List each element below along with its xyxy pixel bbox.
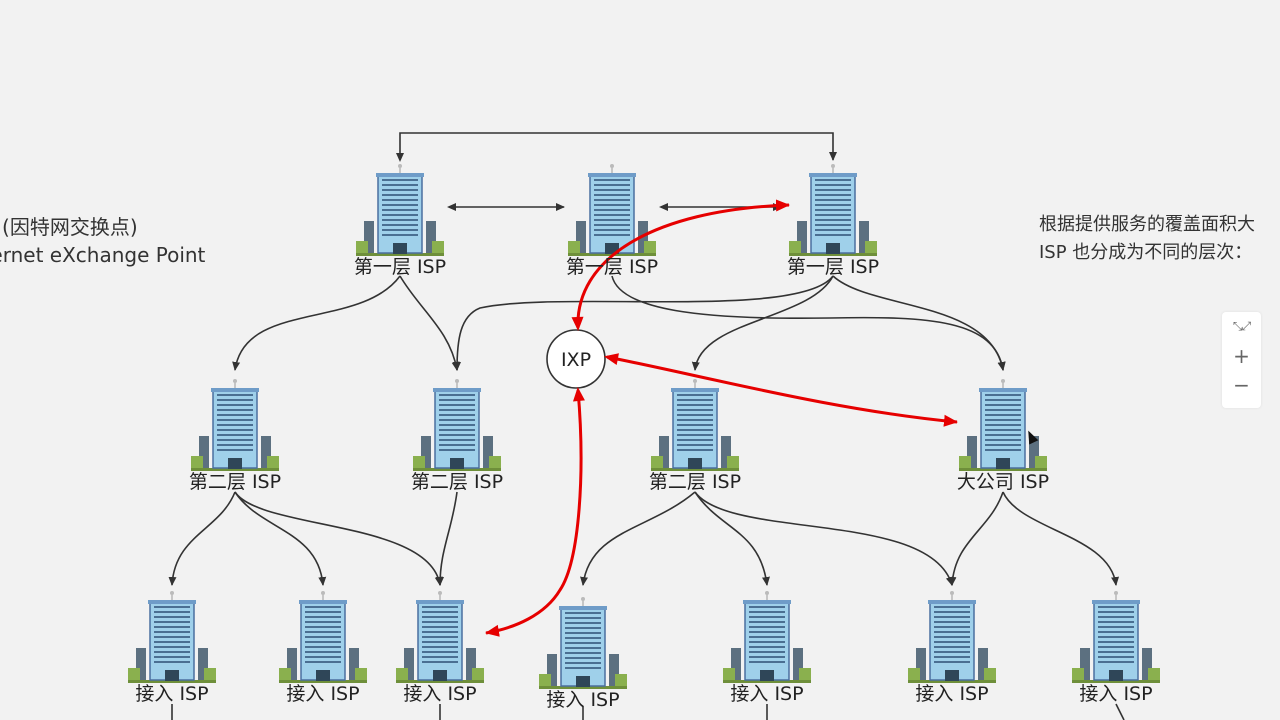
ixp-definition-note: IXP (因特网交换点) Internet eXchange Point <box>0 213 205 269</box>
note-line: ISP 也分成为不同的层次： <box>1039 242 1253 263</box>
node-label: 第二层 ISP <box>189 471 281 493</box>
building-a1[interactable] <box>127 590 217 684</box>
node-label: 接入 ISP <box>730 683 803 705</box>
zoom-in-button[interactable]: + <box>1233 343 1250 368</box>
node-label: 第一层 ISP <box>354 256 446 278</box>
ixp-label: IXP <box>561 349 591 371</box>
isp-tier-note: 根据提供服务的覆盖面积大 ISP 也分成为不同的层次： <box>1039 211 1255 267</box>
building-a4[interactable] <box>538 596 628 690</box>
node-label: 接入 ISP <box>135 683 208 705</box>
node-label: 接入 ISP <box>403 683 476 705</box>
building-t2c[interactable] <box>650 378 740 472</box>
node-label: 第一层 ISP <box>566 256 658 278</box>
node-label: 接入 ISP <box>1079 683 1152 705</box>
node-label: 第一层 ISP <box>787 256 879 278</box>
building-t1a[interactable] <box>355 163 445 257</box>
building-a6[interactable] <box>907 590 997 684</box>
building-t2b[interactable] <box>412 378 502 472</box>
building-a2[interactable] <box>278 590 368 684</box>
zoom-out-button[interactable]: − <box>1233 372 1250 397</box>
note-line: IXP (因特网交换点) <box>0 215 138 239</box>
building-t1c[interactable] <box>788 163 878 257</box>
building-t1b[interactable] <box>567 163 657 257</box>
note-line: Internet eXchange Point <box>0 243 206 267</box>
ixp-links <box>485 199 958 637</box>
zoom-controls: ⤡⤢ + − <box>1222 312 1261 408</box>
building-t2a[interactable] <box>190 378 280 472</box>
node-label: 接入 ISP <box>915 683 988 705</box>
node-label: 大公司 ISP <box>957 471 1049 493</box>
building-big[interactable] <box>958 378 1048 472</box>
building-a7[interactable] <box>1071 590 1161 684</box>
building-a3[interactable] <box>395 590 485 684</box>
node-label: 接入 ISP <box>286 683 359 705</box>
node-label: 第二层 ISP <box>411 471 503 493</box>
building-a5[interactable] <box>722 590 812 684</box>
node-label: 接入 ISP <box>546 689 619 711</box>
fit-icon[interactable]: ⤡⤢ <box>1232 319 1251 333</box>
node-label: 第二层 ISP <box>649 471 741 493</box>
note-line: 根据提供服务的覆盖面积大 <box>1039 214 1255 235</box>
